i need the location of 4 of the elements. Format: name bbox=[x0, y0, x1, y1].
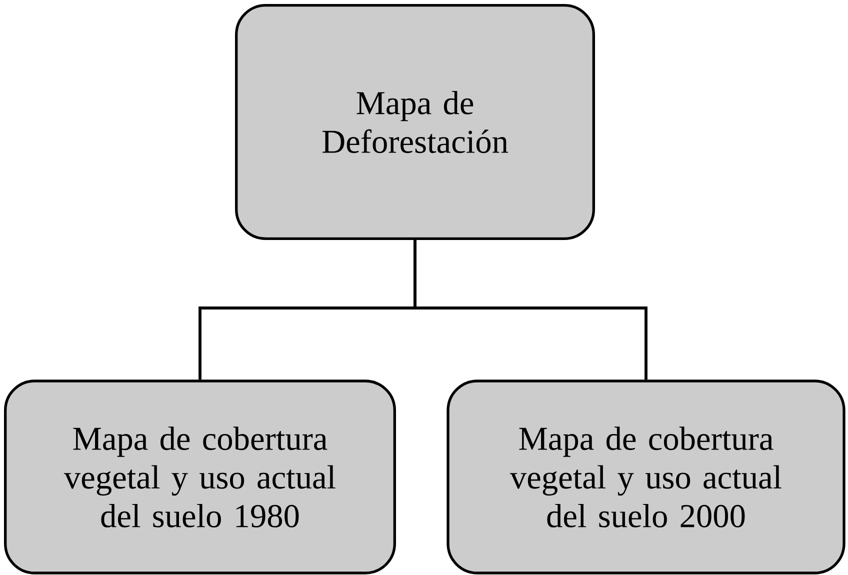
connector-line bbox=[414, 240, 648, 380]
process-box: Mapa de cobertura vegetal y uso actual del suelo 1980 bbox=[4, 380, 396, 574]
process-box: Mapa de cobertura vegetal y uso actual del suelo 2000 bbox=[446, 380, 846, 574]
process-box: Mapa de Deforestación bbox=[235, 4, 596, 240]
